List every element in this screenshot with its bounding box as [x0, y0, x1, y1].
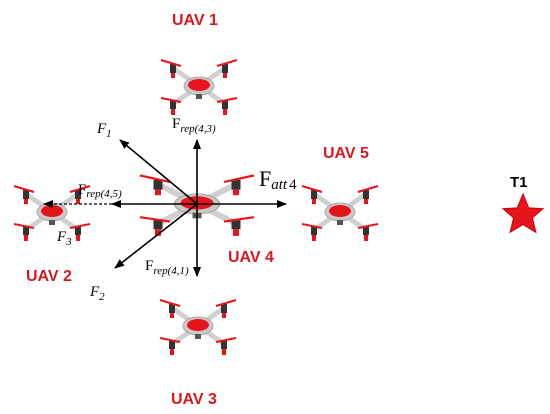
uav-3-drone-icon	[160, 300, 236, 355]
uav-2-label: UAV 2	[26, 268, 72, 285]
target-star-icon	[501, 192, 545, 234]
force-rep43-label: Frep(4,3)	[172, 116, 216, 135]
uav-5-drone-icon	[302, 186, 378, 241]
force-f2-arrow	[114, 203, 198, 269]
uav-4-label: UAV 4	[228, 249, 274, 266]
uav-1-drone-icon	[161, 60, 237, 115]
target-label: T1	[510, 174, 528, 191]
force-rep41-label: Frep(4,1)	[145, 258, 189, 277]
force-f1-arrow	[119, 139, 198, 205]
uav-5-label: UAV 5	[323, 145, 369, 162]
force-rep45-label: Frep(4,5)	[78, 182, 122, 200]
uav-1-label: UAV 1	[172, 12, 218, 29]
uav-3-label: UAV 3	[171, 391, 217, 408]
force-f3-label: F3	[56, 229, 72, 248]
force-f1-label: F1	[96, 121, 112, 140]
force-f2-label: F2	[89, 284, 105, 303]
